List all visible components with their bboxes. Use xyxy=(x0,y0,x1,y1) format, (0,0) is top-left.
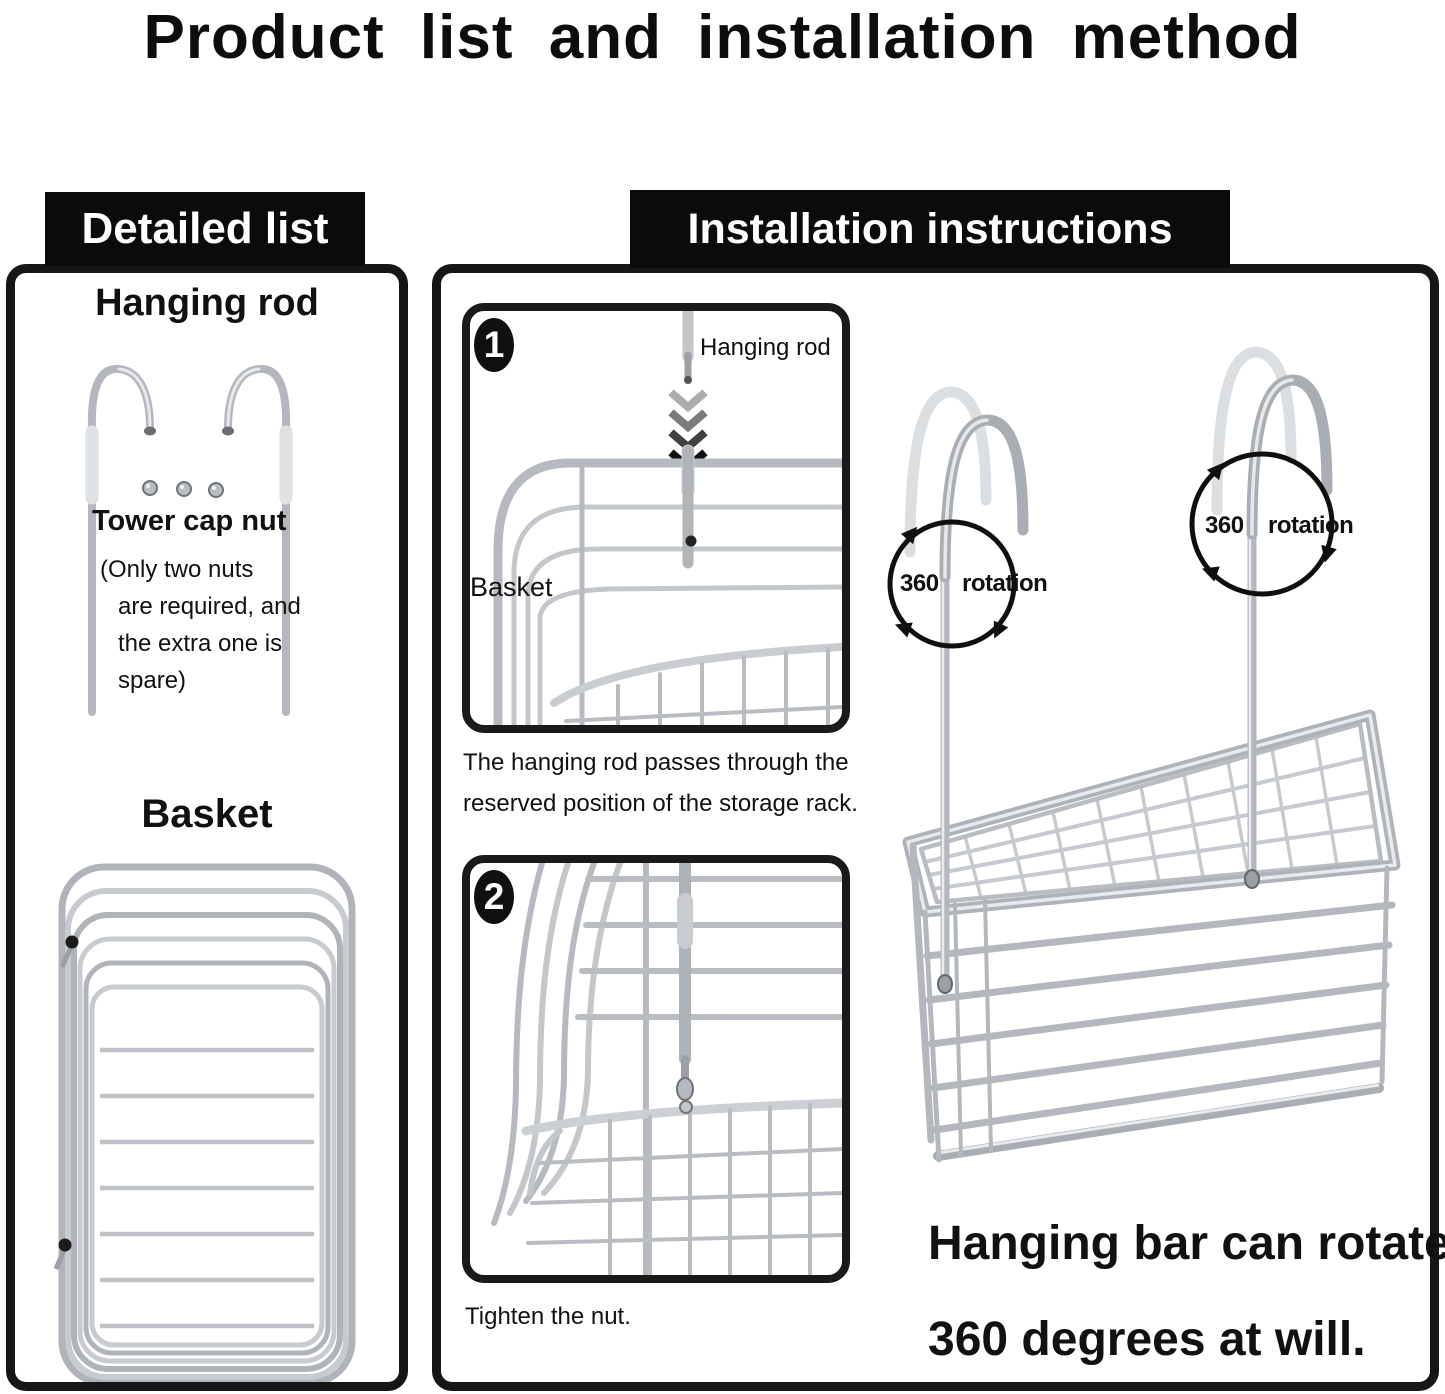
step1-rod-label: Hanging rod xyxy=(700,334,831,361)
installation-header: Installation instructions xyxy=(630,190,1230,268)
step1-number-badge: 1 xyxy=(474,318,514,372)
circular-rotation-arrow-icon xyxy=(1189,451,1337,597)
circular-rotation-arrow-icon xyxy=(887,519,1017,649)
step1-caption: The hanging rod passes through the reser… xyxy=(463,749,858,817)
basket-top-photo xyxy=(53,863,356,1382)
left-rotation-degrees-label: 360 xyxy=(900,570,939,597)
step1-photo xyxy=(493,311,842,725)
step2-caption: Tighten the nut. xyxy=(465,1303,631,1330)
tower-cap-nut-heading: Tower cap nut xyxy=(92,505,287,537)
assembled-basket-photo xyxy=(887,346,1401,1163)
basket-heading: Basket xyxy=(141,792,273,836)
hanging-rod-photo xyxy=(85,364,293,716)
rotation-caption: Hanging bar can rotate 360 degrees at wi… xyxy=(928,1217,1445,1366)
right-hook-photo xyxy=(1211,346,1333,540)
detailed-list-header: Detailed list xyxy=(45,192,365,266)
tower-cap-nuts-photo xyxy=(142,480,224,498)
left-rotation-word-label: rotation xyxy=(962,570,1048,597)
step2-number-badge: 2 xyxy=(474,870,514,924)
right-rotation-word-label: rotation xyxy=(1268,512,1354,539)
step1-basket-label: Basket xyxy=(470,572,553,602)
page-title: Product list and installation method xyxy=(143,3,1302,72)
step2-photo xyxy=(491,863,842,1275)
right-rotation-degrees-label: 360 xyxy=(1205,512,1244,539)
left-hook-photo xyxy=(904,386,1029,583)
tower-cap-nut-note: (Only two nuts are required, and the ext… xyxy=(100,556,301,694)
hanging-rod-heading: Hanging rod xyxy=(95,282,319,324)
